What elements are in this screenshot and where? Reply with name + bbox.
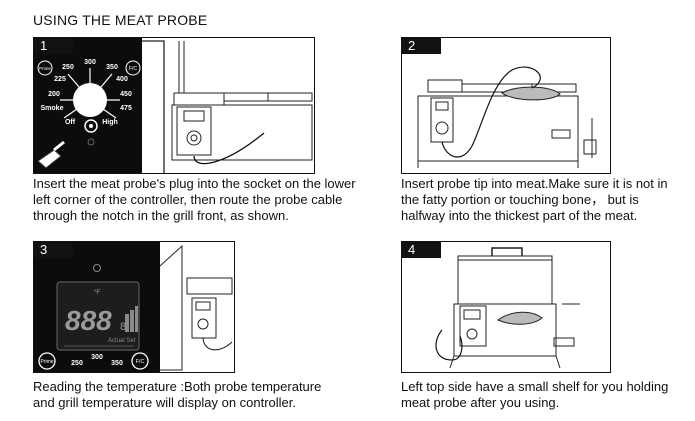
svg-text:Off: Off — [65, 119, 76, 126]
svg-text:400: 400 — [116, 76, 128, 83]
temperature-display: °F 888 8 Actual Set — [56, 281, 140, 351]
step-3-number: 3 — [34, 242, 74, 258]
step-1-panel: 250 300 350 225 400 200 450 Smoke 475 Of… — [33, 37, 315, 174]
page-title: USING THE MEAT PROBE — [33, 12, 208, 28]
step-4-caption: Left top side have a small shelf for you… — [401, 379, 669, 410]
svg-text:250: 250 — [71, 360, 83, 367]
step-2-number: 2 — [402, 38, 442, 54]
svg-text:Prime: Prime — [40, 359, 53, 365]
svg-text:Prime: Prime — [39, 66, 51, 71]
svg-text:Smoke: Smoke — [41, 105, 64, 112]
step-2-caption: Insert probe tip into meat.Make sure it … — [401, 176, 668, 223]
svg-text:300: 300 — [84, 59, 96, 66]
svg-text:200: 200 — [48, 91, 60, 98]
svg-text:350: 350 — [111, 360, 123, 367]
step-3-illustration: °F 888 8 Actual Set Prime 250 300 350 F/… — [34, 242, 233, 372]
svg-text:Actual Set: Actual Set — [108, 338, 136, 344]
step-2-illustration — [417, 66, 597, 168]
controller-dial: 250 300 350 225 400 200 450 Smoke 475 Of… — [37, 59, 141, 146]
step-3-panel: °F 888 8 Actual Set Prime 250 300 350 F/… — [33, 241, 235, 373]
svg-text:475: 475 — [120, 105, 132, 112]
step-1-caption: Insert the meat probe's plug into the so… — [33, 176, 356, 223]
step-4-illustration — [435, 247, 580, 369]
svg-text:°F: °F — [94, 290, 100, 296]
svg-text:300: 300 — [91, 354, 103, 361]
step-4-panel: 4 — [401, 241, 611, 373]
step-1-number: 1 — [34, 38, 74, 54]
svg-text:450: 450 — [120, 91, 132, 98]
step-4-number: 4 — [402, 242, 442, 258]
svg-text:8: 8 — [120, 321, 126, 333]
svg-text:High: High — [102, 119, 118, 126]
svg-text:F/C: F/C — [136, 359, 145, 365]
step-1-illustration: 250 300 350 225 400 200 450 Smoke 475 Of… — [34, 38, 313, 173]
svg-text:350: 350 — [106, 64, 118, 71]
step-3-caption: Reading the temperature :Both probe temp… — [33, 379, 322, 410]
svg-text:F/C: F/C — [129, 66, 137, 72]
svg-text:250: 250 — [62, 64, 74, 71]
step-2-panel: 2 — [401, 37, 611, 174]
svg-text:888: 888 — [65, 305, 112, 336]
svg-text:225: 225 — [54, 76, 66, 83]
